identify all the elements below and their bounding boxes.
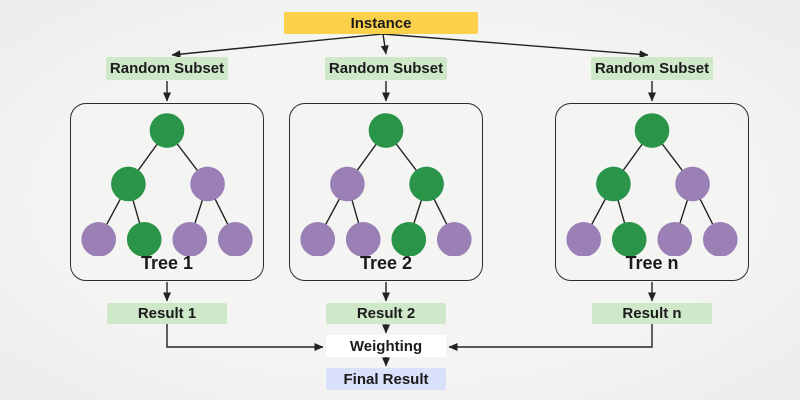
tree-node-green (111, 166, 146, 202)
tree-node-green (409, 166, 444, 202)
tree-n-diagram (566, 113, 738, 256)
result-1-box: Result 1 (107, 303, 227, 324)
result-n-box: Result n (592, 303, 712, 324)
tree-n-panel: Tree n (555, 103, 749, 281)
random-subset-box-2: Random Subset (325, 57, 447, 80)
tree-node-green (611, 222, 647, 256)
tree-node-purple (657, 222, 693, 256)
random-subset-label-3: Random Subset (594, 60, 710, 77)
arrow-instance-to-subset-1 (171, 33, 384, 59)
weighting-box: Weighting (326, 335, 446, 357)
tree-node-purple (345, 222, 381, 256)
arrow-instance-to-subset-2 (380, 33, 389, 55)
tree-node-green (391, 222, 427, 256)
tree-1-diagram (81, 113, 253, 256)
tree-n-label: Tree n (625, 253, 679, 273)
random-subset-label-1: Random Subset (109, 60, 225, 77)
instance-box: Instance (284, 12, 478, 34)
final-result-label: Final Result (343, 370, 429, 388)
tree-2-label: Tree 2 (359, 253, 413, 273)
tree-node-purple (172, 222, 208, 256)
tree-node-purple (675, 166, 710, 202)
random-subset-label-2: Random Subset (328, 60, 444, 77)
instance-label: Instance (350, 14, 412, 32)
tree-node-purple (190, 166, 225, 202)
tree-node-green (596, 166, 631, 202)
tree-1-label: Tree 1 (140, 253, 194, 273)
tree-node-green (368, 113, 404, 148)
tree-1-panel: Tree 1 (70, 103, 264, 281)
weighting-label: Weighting (349, 337, 423, 355)
result-2-label: Result 2 (356, 305, 416, 322)
tree-node-purple (702, 222, 738, 256)
tree-node-purple (81, 222, 117, 256)
tree-node-purple (436, 222, 472, 256)
tree-node-green (126, 222, 162, 256)
result-1-label: Result 1 (137, 305, 197, 322)
tree-node-green (634, 113, 670, 148)
random-subset-box-1: Random Subset (106, 57, 228, 80)
tree-2-diagram (300, 113, 472, 256)
arrow-result-1-to-weighting (166, 324, 324, 351)
final-result-box: Final Result (326, 368, 446, 390)
tree-2-panel: Tree 2 (289, 103, 483, 281)
tree-node-purple (330, 166, 365, 202)
result-2-box: Result 2 (326, 303, 446, 324)
tree-node-purple (566, 222, 602, 256)
random-subset-box-3: Random Subset (591, 57, 713, 80)
arrow-result-n-to-weighting (448, 324, 653, 351)
tree-node-purple (217, 222, 253, 256)
arrow-instance-to-subset-3 (382, 33, 649, 59)
result-n-label: Result n (622, 305, 682, 322)
tree-node-purple (300, 222, 336, 256)
tree-node-green (149, 113, 185, 148)
